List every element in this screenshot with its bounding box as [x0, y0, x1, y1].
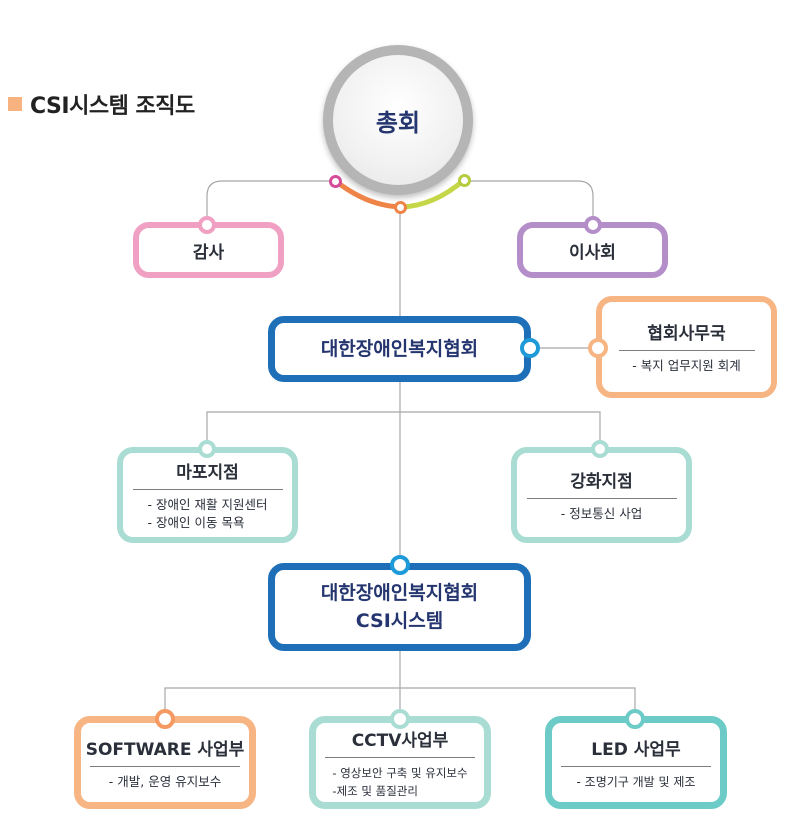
- secretariat-items: - 복지 업무지원 회계: [632, 357, 740, 375]
- connector-dot-icon: [625, 709, 645, 729]
- cctv-division-label: CCTV사업부: [351, 730, 449, 751]
- connector-dot-icon: [588, 338, 608, 358]
- connector-dot-icon: [198, 216, 216, 234]
- cctv-division-divider: [325, 756, 475, 758]
- cctv-division-item: - 영상보안 구축 및 유지보수: [332, 765, 468, 780]
- title-bullet-icon: [8, 97, 22, 111]
- mapo-branch-box: 마포지점 - 장애인 재활 지원센터 - 장애인 이동 목욕: [117, 447, 298, 543]
- cctv-division-box: CCTV사업부 - 영상보안 구축 및 유지보수 -제조 및 품질관리: [309, 716, 491, 809]
- secretariat-box: 협회사무국 - 복지 업무지원 회계: [596, 296, 777, 398]
- mapo-branch-label: 마포지점: [176, 463, 239, 483]
- software-division-divider: [90, 765, 240, 767]
- connector-dot-icon: [394, 201, 407, 214]
- led-division-divider: [561, 765, 711, 767]
- ganghwa-branch-items: - 정보통신 사업: [561, 505, 642, 523]
- connector-dot-icon: [198, 440, 216, 458]
- general-assembly-node: 총회: [323, 45, 473, 195]
- audit-label: 감사: [192, 242, 225, 263]
- software-division-box: SOFTWARE 사업부 - 개발, 운영 유지보수: [74, 716, 256, 809]
- led-division-items: - 조명기구 개발 및 제조: [577, 773, 696, 791]
- cctv-division-item: -제조 및 품질관리: [332, 783, 418, 798]
- ganghwa-branch-label: 강화지점: [570, 472, 633, 492]
- title-text: CSI시스템 조직도: [30, 94, 195, 119]
- csi-system-line2: CSI시스템: [355, 610, 444, 632]
- led-division-item: - 조명기구 개발 및 제조: [576, 774, 696, 789]
- connector-dot-icon: [584, 216, 602, 234]
- general-assembly-label: 총회: [375, 108, 421, 137]
- connector-dot-icon: [390, 555, 410, 575]
- green-arc: [398, 177, 467, 210]
- secretariat-item: - 복지 업무지원 회계: [632, 358, 741, 373]
- software-division-items: - 개발, 운영 유지보수: [109, 773, 221, 791]
- csi-system-line1: 대한장애인복지협회: [320, 582, 479, 604]
- led-division-label: LED 사업무: [591, 739, 681, 760]
- ganghwa-branch-box: 강화지점 - 정보통신 사업: [511, 447, 692, 543]
- secretariat-label: 협회사무국: [647, 324, 726, 344]
- connector-dot-icon: [155, 709, 175, 729]
- main-association-box: 대한장애인복지협회: [268, 316, 531, 382]
- mapo-branch-item: - 장애인 이동 목욕: [147, 515, 245, 530]
- software-division-label: SOFTWARE 사업부: [85, 739, 245, 760]
- software-division-item: - 개발, 운영 유지보수: [108, 773, 222, 789]
- ganghwa-branch-divider: [526, 498, 677, 499]
- connector-dot-icon: [329, 175, 342, 188]
- mapo-branch-item: - 장애인 재활 지원센터: [147, 497, 268, 512]
- connector-dot-icon: [458, 174, 471, 187]
- general-assembly-inner: 총회: [333, 55, 463, 185]
- mapo-branch-items: - 장애인 재활 지원센터 - 장애인 이동 목욕: [148, 496, 268, 532]
- connector-dot-icon: [390, 709, 410, 729]
- secretariat-divider: [618, 350, 755, 351]
- board-label: 이사회: [569, 242, 616, 263]
- connector-dot-icon: [520, 338, 540, 358]
- page-title: CSI시스템 조직도: [8, 88, 195, 120]
- board-box: 이사회: [517, 222, 668, 278]
- cctv-division-items: - 영상보안 구축 및 유지보수 -제조 및 품질관리: [332, 764, 467, 800]
- csi-system-box: 대한장애인복지협회 CSI시스템: [268, 563, 531, 651]
- main-association-label: 대한장애인복지협회: [320, 338, 479, 360]
- led-division-box: LED 사업무 - 조명기구 개발 및 제조: [545, 716, 727, 809]
- mapo-branch-divider: [132, 489, 283, 490]
- ganghwa-branch-item: - 정보통신 사업: [560, 506, 643, 521]
- connector-dot-icon: [591, 440, 609, 458]
